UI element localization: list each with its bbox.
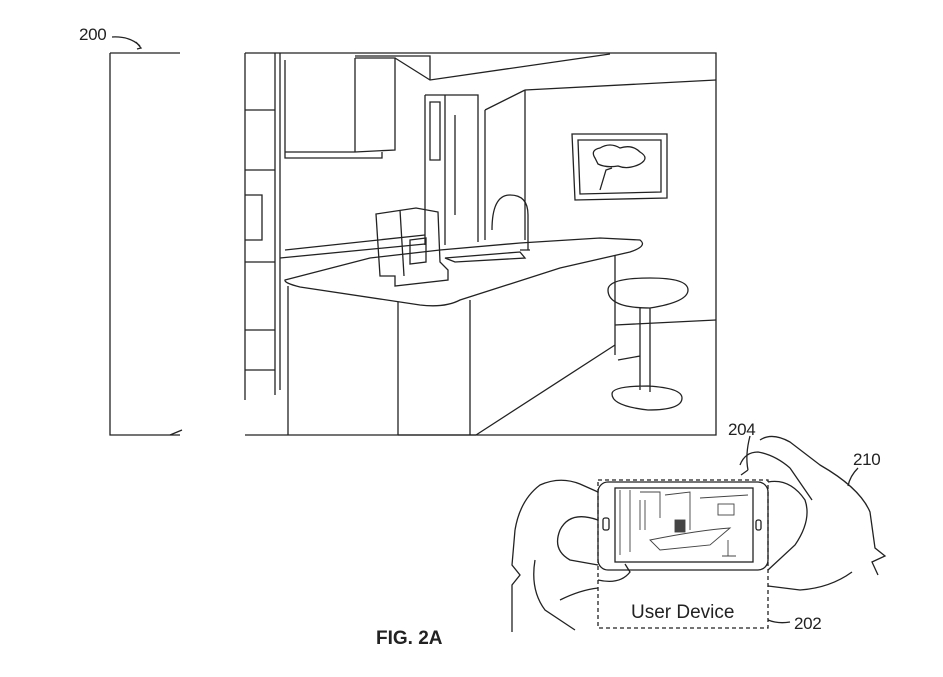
bar-stool [607, 277, 689, 411]
kitchen-island [284, 237, 644, 307]
phone-body [597, 481, 769, 571]
scene-frame [109, 52, 717, 436]
ref-210-leader [847, 467, 859, 487]
left-cabinets [244, 53, 281, 400]
ref-204-label: 204 [728, 420, 756, 439]
user-device-label: User Device [631, 602, 735, 623]
ref-210-label: 210 [853, 450, 881, 469]
ref-204-leader [740, 435, 751, 476]
ref-202-leader [767, 619, 791, 624]
figure-caption: FIG. 2A [376, 628, 443, 649]
user-device-group [511, 435, 887, 632]
coffee-machine [375, 207, 449, 287]
right-hand [739, 435, 887, 591]
faucet [444, 194, 530, 263]
screen-miniature [619, 490, 749, 557]
ref-200-label: 200 [79, 25, 107, 44]
ref-200-arrow [111, 36, 141, 47]
kitchen-scene [109, 52, 717, 436]
left-hand [511, 479, 631, 632]
tree-sketch [592, 144, 646, 191]
back-wall [484, 79, 717, 240]
wall-picture [571, 133, 668, 201]
refrigerator [424, 94, 479, 245]
ref-202-label: 202 [794, 614, 822, 633]
upper-cabinets [284, 53, 611, 159]
